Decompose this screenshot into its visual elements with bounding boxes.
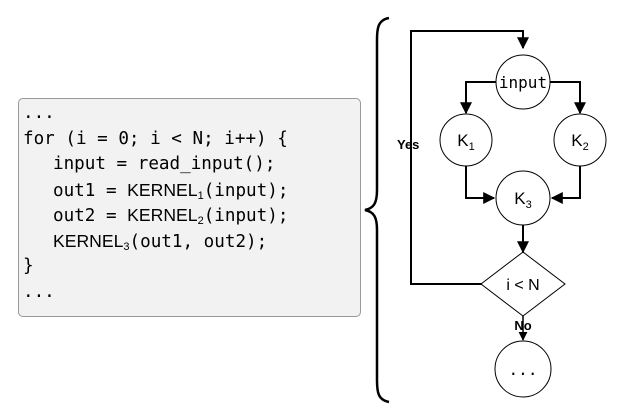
- node-k1: K1: [439, 113, 493, 167]
- code-line-out2: out2 = KERNEL2(input);: [23, 203, 360, 229]
- node-input: input: [495, 54, 551, 110]
- kernel1-sub: 1: [197, 189, 204, 202]
- kernel3-suffix: (out1, out2);: [129, 231, 268, 252]
- node-k1-sub: 1: [469, 141, 475, 153]
- node-k1-base: K: [457, 131, 469, 150]
- node-k2: K2: [553, 113, 607, 167]
- code-line-out1: out1 = KERNEL1(input);: [23, 178, 360, 204]
- edge-k2-k3: [550, 166, 581, 204]
- code-line-for: for (i = 0; i < N; i++) {: [23, 128, 288, 149]
- edge-k1-k3: [465, 166, 496, 204]
- out1-prefix: out1 =: [53, 180, 128, 201]
- out1-suffix: (input);: [203, 180, 289, 201]
- node-condition-label: i < N: [506, 277, 539, 294]
- node-end: ...: [494, 340, 552, 398]
- node-end-label: ...: [509, 360, 538, 379]
- node-k3: K3: [495, 170, 551, 226]
- kernel2-sub: 2: [197, 215, 204, 227]
- node-input-label: input: [499, 73, 547, 92]
- edge-input-k1: [460, 81, 497, 115]
- kernel2-call: KERNEL2: [127, 203, 204, 235]
- node-k3-base: K: [514, 189, 526, 208]
- curly-brace: [364, 16, 390, 404]
- yes-label: Yes: [397, 137, 419, 152]
- code-line-close-brace: }: [23, 256, 34, 276]
- edge-loop-yes: [410, 30, 529, 285]
- kernel3-name: KERNEL: [53, 230, 124, 251]
- code-line-input: input = read_input();: [53, 154, 276, 174]
- node-k1-label: K1: [457, 131, 474, 153]
- kernel2-name: KERNEL: [127, 205, 198, 225]
- no-label: No: [514, 318, 531, 333]
- kernel1-name: KERNEL: [127, 179, 198, 200]
- node-k2-sub: 2: [583, 141, 589, 153]
- node-condition: i < N: [480, 251, 566, 317]
- out2-suffix: (input);: [203, 206, 289, 226]
- code-line-kernel3: KERNEL3(out1, out2);: [23, 229, 360, 255]
- code-listing: ... for (i = 0; i < N; i++) { input = re…: [18, 98, 361, 317]
- out2-prefix: out2 =: [53, 206, 128, 226]
- node-k2-label: K2: [571, 131, 588, 153]
- kernel1-call: KERNEL1: [127, 178, 204, 210]
- edge-input-k2: [549, 81, 586, 115]
- code-line-ellipsis-top: ...: [23, 103, 55, 123]
- node-k3-label: K3: [514, 189, 531, 211]
- node-k2-base: K: [571, 131, 583, 150]
- node-k3-sub: 3: [526, 199, 532, 211]
- kernel3-sub: 3: [123, 240, 130, 253]
- code-line-ellipsis-bottom: ...: [23, 281, 55, 302]
- kernel3-call: KERNEL3: [53, 229, 130, 261]
